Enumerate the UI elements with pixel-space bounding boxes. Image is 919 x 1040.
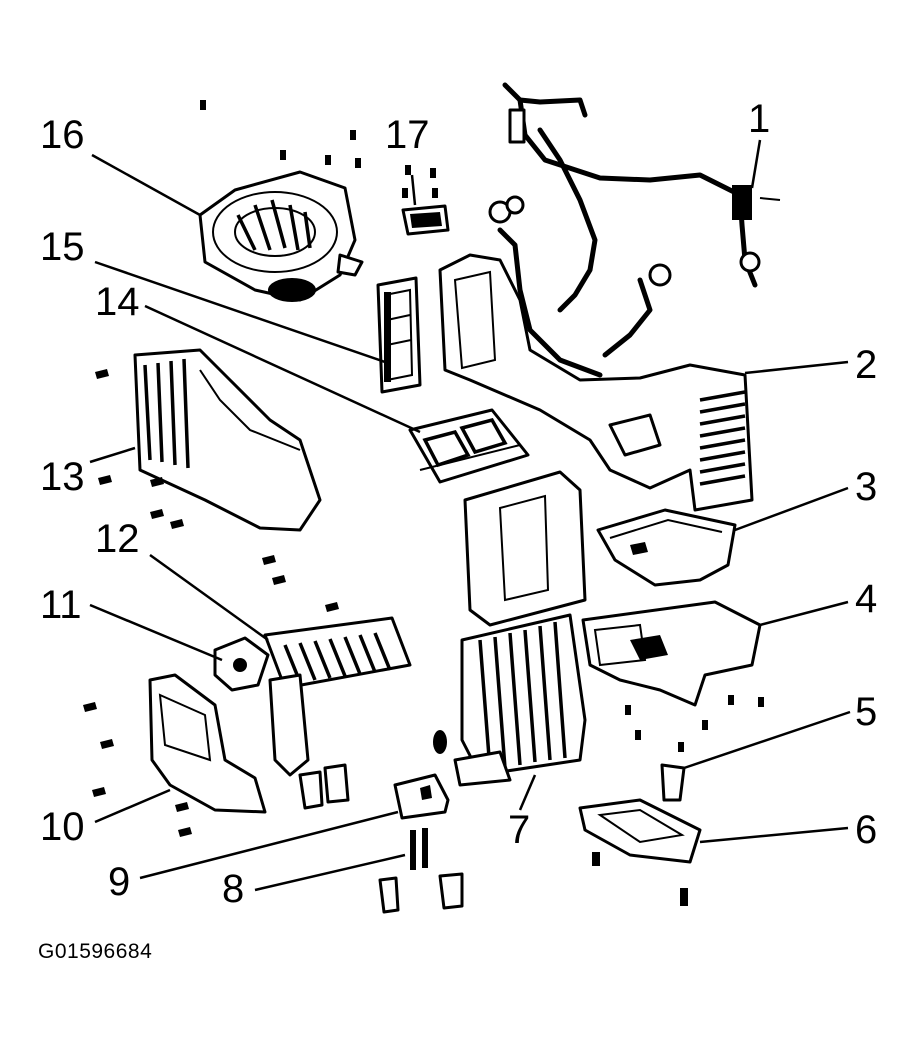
upper-case-part-2 xyxy=(438,195,754,512)
relay-part-9 xyxy=(393,773,450,820)
callout-6: 6 xyxy=(855,808,877,852)
mode-door-part-14 xyxy=(408,408,530,484)
callout-2: 2 xyxy=(855,343,877,387)
callout-16: 16 xyxy=(40,113,85,157)
callout-7: 7 xyxy=(508,808,530,852)
wiring-harness-part-1 xyxy=(502,82,781,313)
drain-tray-part-3 xyxy=(596,508,737,587)
bracket-part-6 xyxy=(578,798,702,906)
callout-5: 5 xyxy=(855,690,877,734)
callout-4: 4 xyxy=(855,577,877,621)
callout-9: 9 xyxy=(108,860,130,904)
side-cover-part-10 xyxy=(148,673,267,814)
blower-motor-part-16 xyxy=(198,170,364,302)
callout-3: 3 xyxy=(855,465,877,509)
leader-lines xyxy=(89,139,851,892)
air-duct-part-13 xyxy=(133,348,322,532)
blower-resistor-part-17 xyxy=(401,204,450,236)
callout-17: 17 xyxy=(385,113,430,157)
figure-id: G01596684 xyxy=(38,940,153,963)
clip-part-5 xyxy=(660,763,686,802)
callout-1: 1 xyxy=(748,97,770,141)
terminals-part-8 xyxy=(298,763,464,914)
actuator-part-11 xyxy=(213,636,270,692)
cabin-filter-frame-part-15 xyxy=(376,276,422,394)
heater-core-part-12 xyxy=(263,616,412,777)
evaporator-core-part-7 xyxy=(433,470,587,787)
callout-11: 11 xyxy=(40,583,82,627)
callout-13: 13 xyxy=(40,455,85,499)
callout-8: 8 xyxy=(222,867,244,911)
callout-14: 14 xyxy=(95,280,140,324)
lower-case-part-4 xyxy=(581,600,762,707)
callout-12: 12 xyxy=(95,517,140,561)
callout-15: 15 xyxy=(40,225,85,269)
callout-labels: 1 2 3 4 5 6 7 8 9 10 11 12 13 14 15 16 1… xyxy=(40,97,877,911)
callout-10: 10 xyxy=(40,805,85,849)
